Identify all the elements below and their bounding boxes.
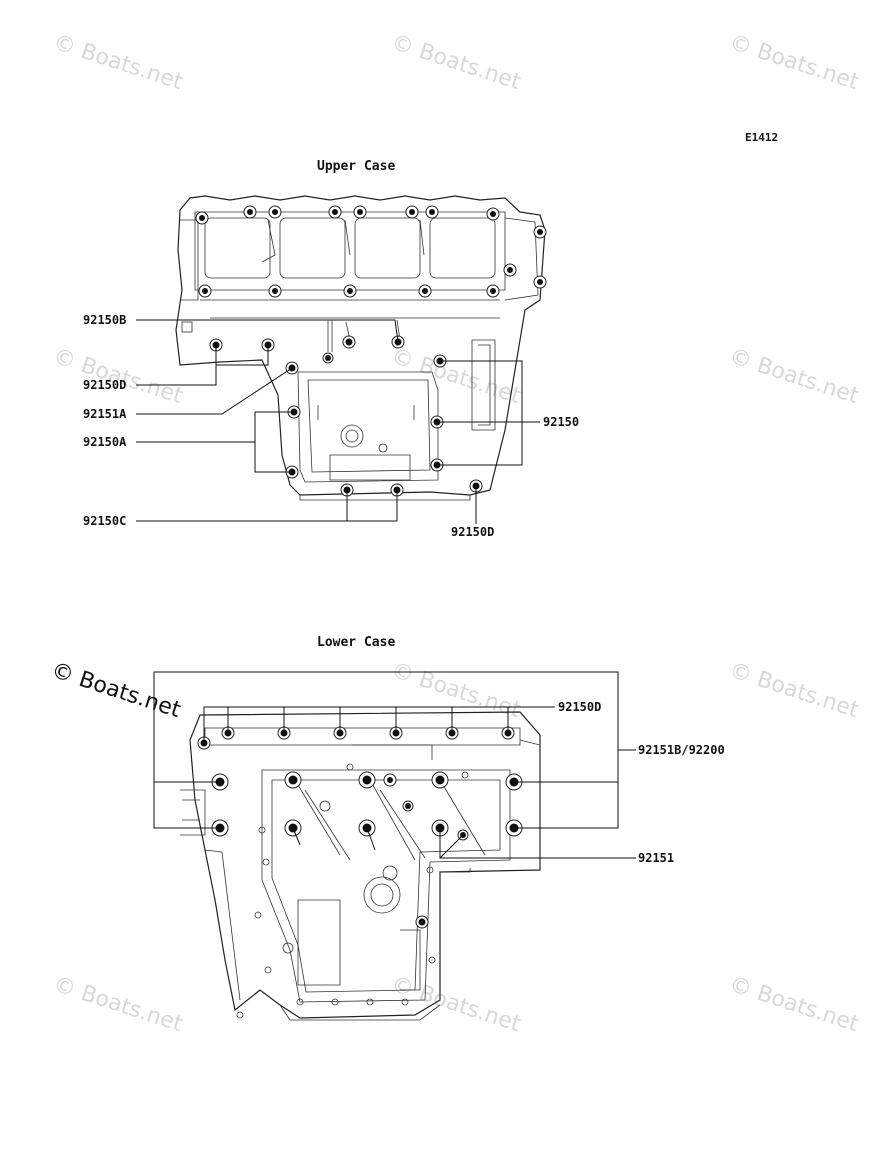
bolt <box>533 225 547 239</box>
bolt <box>469 479 483 493</box>
bolt <box>322 352 334 364</box>
bolt <box>268 284 282 298</box>
watermark: © Boats.net <box>726 972 862 1037</box>
watermark: © Boats.net <box>50 972 186 1037</box>
upper-leader-lines <box>136 319 540 524</box>
lower-perimeter-studs <box>236 763 469 1019</box>
bolt <box>383 773 397 787</box>
callout-92150C: 92150C <box>83 514 126 528</box>
bolt <box>284 771 302 789</box>
callout-92150D-left: 92150D <box>83 378 126 392</box>
bolt <box>418 284 432 298</box>
callout-92151: 92151 <box>638 851 674 865</box>
watermark: © Boats.net <box>388 972 524 1037</box>
bolt <box>268 205 282 219</box>
watermark: © Boats.net <box>388 344 524 409</box>
watermark: © Boats.net <box>50 344 186 409</box>
bolt <box>402 800 414 812</box>
callout-92150D-bottom: 92150D <box>451 525 494 539</box>
bolt <box>405 205 419 219</box>
bolt <box>198 284 212 298</box>
callout-92151A: 92151A <box>83 407 127 421</box>
watermark-dark: © Boats.net <box>48 658 184 723</box>
upper-bolts <box>195 205 547 497</box>
watermark: © Boats.net <box>726 30 862 95</box>
bolt <box>415 915 429 929</box>
bolt <box>358 771 376 789</box>
bolt <box>195 211 209 225</box>
lower-bolts <box>197 726 523 929</box>
watermark: © Boats.net <box>388 30 524 95</box>
lower-case-title: Lower Case <box>317 635 395 650</box>
callout-92150A: 92150A <box>83 435 127 449</box>
diagram-code: E1412 <box>745 131 778 144</box>
bolt <box>431 771 449 789</box>
bolt <box>328 205 342 219</box>
bolt <box>353 205 367 219</box>
lower-leader-lines <box>153 671 636 859</box>
bolt <box>243 205 257 219</box>
upper-case-drawing <box>175 195 546 501</box>
callout-92150D-lower: 92150D <box>558 700 601 714</box>
watermark: © Boats.net <box>726 344 862 409</box>
upper-case-title: Upper Case <box>317 159 395 174</box>
bolt <box>343 284 357 298</box>
lower-case-drawing <box>180 711 541 1021</box>
bolt <box>486 284 500 298</box>
callout-92150: 92150 <box>543 415 579 429</box>
bolt <box>425 205 439 219</box>
bolt <box>342 335 356 349</box>
bolt <box>503 263 517 277</box>
bolt <box>486 207 500 221</box>
bolt <box>533 275 547 289</box>
callout-92151B-92200: 92151B/92200 <box>638 743 725 757</box>
watermark: © Boats.net <box>50 30 186 95</box>
callout-92150B: 92150B <box>83 313 126 327</box>
watermark: © Boats.net <box>726 658 862 723</box>
